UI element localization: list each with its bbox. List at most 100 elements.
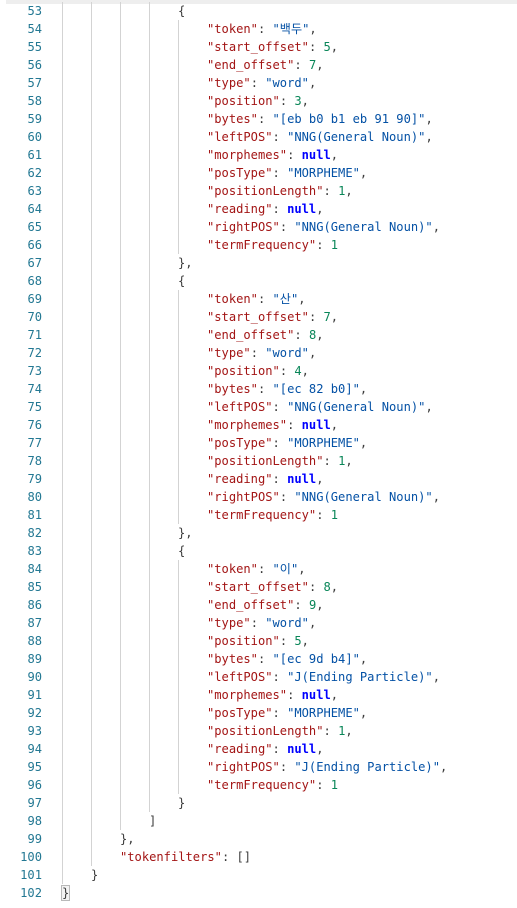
code-line[interactable]: 95"rightPOS": "J(Ending Particle)", bbox=[0, 758, 517, 776]
indent-guide bbox=[178, 686, 179, 704]
json-number: 1 bbox=[330, 778, 339, 792]
code-line[interactable]: 101} bbox=[0, 866, 517, 884]
indent-guide bbox=[91, 848, 92, 866]
code-line[interactable]: 53{ bbox=[0, 2, 517, 20]
json-punctuation: , bbox=[425, 400, 433, 414]
code-line[interactable]: 56"end_offset": 7, bbox=[0, 56, 517, 74]
json-punctuation: ] bbox=[149, 814, 157, 828]
indent-guide bbox=[91, 38, 92, 56]
code-line[interactable]: 61"morphemes": null, bbox=[0, 146, 517, 164]
code-line[interactable]: 84"token": "이", bbox=[0, 560, 517, 578]
json-string: "word" bbox=[265, 616, 309, 630]
code-line[interactable]: 100"tokenfilters": [] bbox=[0, 848, 517, 866]
code-line[interactable]: 90"leftPOS": "J(Ending Particle)", bbox=[0, 668, 517, 686]
indent-guide bbox=[91, 254, 92, 272]
code-line[interactable]: 92"posType": "MORPHEME", bbox=[0, 704, 517, 722]
indent-guide bbox=[91, 56, 92, 74]
line-number: 95 bbox=[27, 760, 42, 774]
json-string: "[ec 9d b4]" bbox=[272, 652, 360, 666]
code-line[interactable]: 83{ bbox=[0, 542, 517, 560]
code-line[interactable]: 70"start_offset": 7, bbox=[0, 308, 517, 326]
code-line[interactable]: 78"positionLength": 1, bbox=[0, 452, 517, 470]
indent-guide bbox=[91, 434, 92, 452]
json-punctuation: , bbox=[298, 292, 306, 306]
code-line[interactable]: 82}, bbox=[0, 524, 517, 542]
indent-guide bbox=[62, 560, 63, 578]
indent-guide bbox=[120, 272, 121, 290]
indent-guide bbox=[62, 236, 63, 254]
json-punctuation: , bbox=[330, 310, 339, 324]
code-line[interactable]: 73"position": 4, bbox=[0, 362, 517, 380]
code-line[interactable]: 80"rightPOS": "NNG(General Noun)", bbox=[0, 488, 517, 506]
json-punctuation: , bbox=[345, 184, 353, 198]
code-line[interactable]: 91"morphemes": null, bbox=[0, 686, 517, 704]
code-line[interactable]: 76"morphemes": null, bbox=[0, 416, 517, 434]
json-keyword: null bbox=[287, 202, 317, 216]
code-line[interactable]: 87"type": "word", bbox=[0, 614, 517, 632]
indent-guide bbox=[178, 560, 179, 578]
code-line[interactable]: 66"termFrequency": 1 bbox=[0, 236, 517, 254]
json-punctuation: : bbox=[272, 742, 288, 756]
code-line[interactable]: 75"leftPOS": "NNG(General Noun)", bbox=[0, 398, 517, 416]
line-number: 76 bbox=[27, 418, 42, 432]
code-line[interactable]: 79"reading": null, bbox=[0, 470, 517, 488]
code-line[interactable]: 59"bytes": "[eb b0 b1 eb 91 90]", bbox=[0, 110, 517, 128]
code-line[interactable]: 102} bbox=[0, 884, 517, 902]
indent-guide bbox=[149, 128, 150, 146]
indent-guide bbox=[178, 182, 179, 200]
indent-guide bbox=[91, 704, 92, 722]
code-line[interactable]: 99}, bbox=[0, 830, 517, 848]
json-punctuation: : bbox=[287, 688, 302, 702]
json-number: 4 bbox=[294, 364, 302, 378]
code-line[interactable]: 77"posType": "MORPHEME", bbox=[0, 434, 517, 452]
code-line[interactable]: 67}, bbox=[0, 254, 517, 272]
indent-guide bbox=[91, 398, 92, 416]
code-line[interactable]: 98] bbox=[0, 812, 517, 830]
code-line[interactable]: 72"type": "word", bbox=[0, 344, 517, 362]
code-line[interactable]: 57"type": "word", bbox=[0, 74, 517, 92]
code-line[interactable]: 55"start_offset": 5, bbox=[0, 38, 517, 56]
line-code: } bbox=[178, 794, 185, 812]
line-number: 62 bbox=[27, 166, 42, 180]
code-line[interactable]: 88"position": 5, bbox=[0, 632, 517, 650]
json-key: "rightPOS" bbox=[207, 760, 280, 774]
indent-guide bbox=[120, 560, 121, 578]
code-line[interactable]: 86"end_offset": 9, bbox=[0, 596, 517, 614]
indent-guide bbox=[149, 560, 150, 578]
indent-guide bbox=[178, 218, 179, 236]
code-line[interactable]: 97} bbox=[0, 794, 517, 812]
indent-guide bbox=[149, 164, 150, 182]
code-line[interactable]: 69"token": "산", bbox=[0, 290, 517, 308]
code-line[interactable]: 62"posType": "MORPHEME", bbox=[0, 164, 517, 182]
indent-guide bbox=[120, 488, 121, 506]
code-line[interactable]: 54"token": "백두", bbox=[0, 20, 517, 38]
indent-guide bbox=[91, 542, 92, 560]
code-line[interactable]: 60"leftPOS": "NNG(General Noun)", bbox=[0, 128, 517, 146]
code-line[interactable]: 64"reading": null, bbox=[0, 200, 517, 218]
code-line[interactable]: 94"reading": null, bbox=[0, 740, 517, 758]
code-line[interactable]: 71"end_offset": 8, bbox=[0, 326, 517, 344]
indent-guide bbox=[62, 380, 63, 398]
indent-guide bbox=[149, 632, 150, 650]
code-line[interactable]: 93"positionLength": 1, bbox=[0, 722, 517, 740]
indent-guide bbox=[149, 722, 150, 740]
code-line[interactable]: 68{ bbox=[0, 272, 517, 290]
code-line[interactable]: 58"position": 3, bbox=[0, 92, 517, 110]
json-punctuation: : bbox=[316, 508, 331, 522]
code-line[interactable]: 63"positionLength": 1, bbox=[0, 182, 517, 200]
json-key: "leftPOS" bbox=[207, 400, 273, 414]
line-code: }, bbox=[178, 254, 193, 272]
json-key: "bytes" bbox=[207, 382, 258, 396]
indent-guide bbox=[62, 308, 63, 326]
code-line[interactable]: 89"bytes": "[ec 9d b4]", bbox=[0, 650, 517, 668]
indent-guide bbox=[178, 398, 179, 416]
code-line[interactable]: 96"termFrequency": 1 bbox=[0, 776, 517, 794]
line-code: "position": 4, bbox=[207, 362, 309, 380]
indent-guide bbox=[120, 416, 121, 434]
json-keyword: null bbox=[301, 688, 331, 702]
code-line[interactable]: 81"termFrequency": 1 bbox=[0, 506, 517, 524]
code-line[interactable]: 65"rightPOS": "NNG(General Noun)", bbox=[0, 218, 517, 236]
code-line[interactable]: 74"bytes": "[ec 82 b0]", bbox=[0, 380, 517, 398]
code-line[interactable]: 85"start_offset": 8, bbox=[0, 578, 517, 596]
